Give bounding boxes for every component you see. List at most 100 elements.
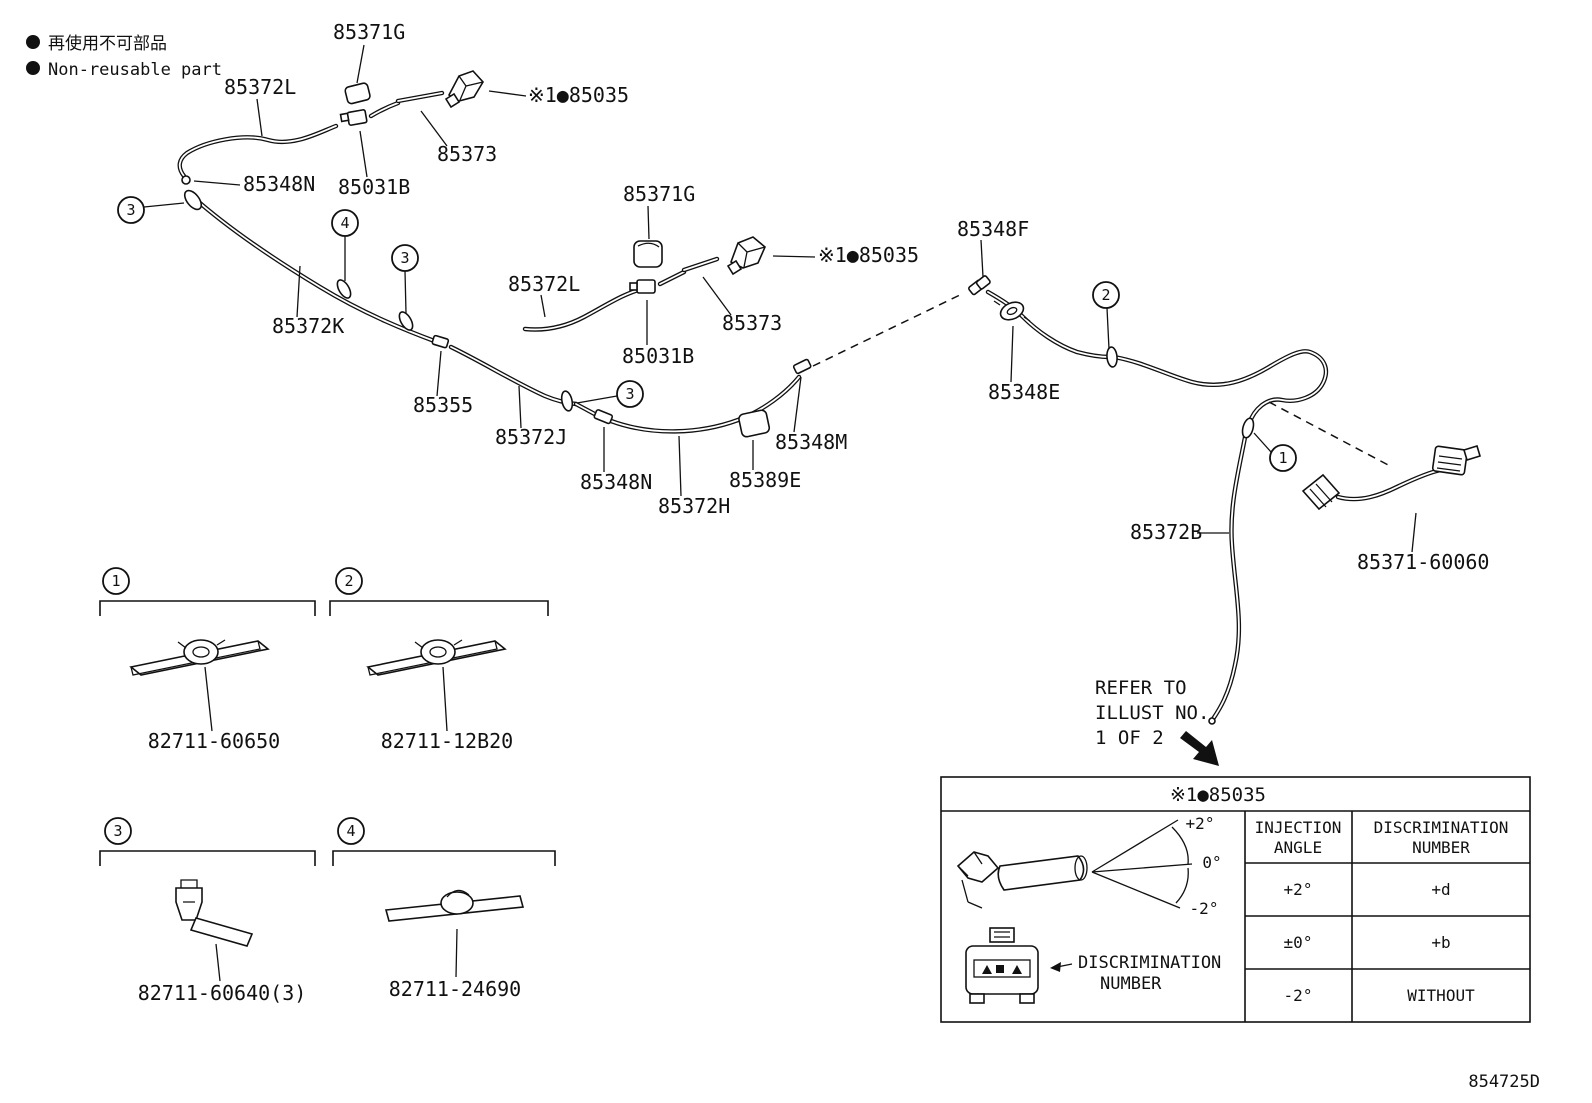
discrimination-label-line2: NUMBER: [1100, 974, 1162, 994]
discrimination-arrow-icon: [1050, 962, 1061, 972]
callout-number: 3: [625, 385, 634, 403]
part-label-85371g-top: 85371G: [333, 20, 405, 44]
col-header-number: NUMBER: [1412, 838, 1470, 857]
clip-4: [336, 279, 352, 299]
fittings: [181, 70, 1481, 725]
part-label-85371-60060: 85371-60060: [1357, 550, 1489, 574]
part-labels: 85371G 85372L ※1●85035 85373 85348N 8503…: [224, 20, 1489, 574]
grommet-85371g-top: [344, 82, 371, 105]
col-header-angle: ANGLE: [1274, 838, 1322, 857]
callout-number: 2: [1101, 286, 1110, 304]
callout-circle-4: 4: [331, 209, 359, 237]
discrimination-part-drawing: [965, 927, 1039, 1004]
part-label-85372j: 85372J: [495, 425, 567, 449]
refer-note-line2: ILLUST NO.: [1095, 702, 1209, 724]
callout-circle-3b: 3: [391, 244, 419, 272]
cell-number-2: WITHOUT: [1407, 986, 1475, 1005]
non-reusable-bullet-icon: [26, 61, 40, 75]
part-label-85371g-mid: 85371G: [623, 182, 695, 206]
part-label-85348e: 85348E: [988, 380, 1060, 404]
nozzle-spec-table: ※1●85035 INJECTION ANGLE DISCRIMINATION …: [940, 776, 1531, 1023]
hidden-routing-lines: [812, 292, 1393, 468]
cell-number-1: +b: [1431, 933, 1450, 952]
spray-label-mid: 0°: [1202, 853, 1221, 872]
detail-part-drawing: [129, 639, 270, 676]
detail-part-number: 82711-24690: [389, 977, 521, 1001]
col-header-injection: INJECTION: [1255, 818, 1342, 837]
connector-85355: [431, 334, 450, 349]
detail-box-number: 4: [346, 822, 355, 840]
part-label-85348n-mid: 85348N: [580, 470, 652, 494]
legend: 再使用不可部品 Non-reusable part: [26, 33, 222, 80]
clip-2: [1106, 346, 1118, 368]
joint-85348n-mid: [593, 409, 614, 425]
non-reusable-bullet-icon: [26, 35, 40, 49]
callout-circles: 3 4 3 3 2 1: [117, 196, 1297, 472]
cell-angle-1: ±0°: [1284, 933, 1313, 952]
detail-part-number: 82711-12B20: [381, 729, 513, 753]
part-label-85031b-top: 85031B: [338, 175, 410, 199]
doc-number: 854725D: [1468, 1072, 1540, 1092]
col-header-discrimination: DISCRIMINATION: [1374, 818, 1509, 837]
part-label-85373-top: 85373: [437, 142, 497, 166]
clip-3a: [183, 189, 203, 211]
callout-circle-3c: 3: [616, 380, 644, 408]
detail-box-number: 2: [344, 572, 353, 590]
nozzle-85035-top: [444, 70, 484, 109]
part-label-85372l-mid: 85372L: [508, 272, 580, 296]
part-label-85348f: 85348F: [957, 217, 1029, 241]
detail-box-4: 4 82711-24690: [332, 817, 556, 1001]
part-label-85035-mid: ※1●85035: [818, 243, 919, 267]
grommet-85348e: [993, 300, 1031, 322]
detail-box-number: 1: [111, 572, 120, 590]
refer-arrow-icon: [1180, 731, 1219, 766]
callout-circle-3a: 3: [117, 196, 145, 224]
valve-85031b-mid: [636, 279, 656, 294]
part-label-85372b: 85372B: [1130, 520, 1202, 544]
refer-note-line3: 1 OF 2: [1095, 727, 1164, 749]
discrimination-label-line1: DISCRIMINATION: [1078, 953, 1221, 973]
legend-jp: 再使用不可部品: [48, 33, 167, 54]
callout-circle-1: 1: [1269, 444, 1297, 472]
callout-number: 3: [400, 249, 409, 267]
detail-box-1: 1 82711-60650: [99, 567, 316, 753]
part-label-85348n-top: 85348N: [243, 172, 315, 196]
detail-part-drawing: [384, 889, 525, 922]
detail-part-drawing: [175, 879, 254, 947]
part-label-85372l-top: 85372L: [224, 75, 296, 99]
callout-circle-2: 2: [1092, 281, 1120, 309]
joint-85348n-top: [181, 175, 191, 185]
part-label-85372k: 85372K: [272, 314, 344, 338]
table-border: [940, 776, 1531, 1023]
refer-note: REFER TO ILLUST NO. 1 OF 2: [1095, 677, 1219, 766]
clip-1: [1241, 417, 1255, 439]
part-label-85372h: 85372H: [658, 494, 730, 518]
valve-85031b-top: [346, 109, 368, 126]
callout-number: 1: [1278, 449, 1287, 467]
detail-part-drawing: [366, 639, 507, 676]
joint-85348m: [792, 358, 812, 375]
cell-angle-2: -2°: [1284, 986, 1313, 1005]
detail-part-number: 82711-60650: [148, 729, 280, 753]
hose-assy-85371-60060: [1301, 444, 1481, 511]
part-label-85389e: 85389E: [729, 468, 801, 492]
callout-number: 3: [126, 201, 135, 219]
grommet-85389e: [738, 409, 771, 438]
refer-note-line1: REFER TO: [1095, 677, 1187, 699]
part-label-85348m: 85348M: [775, 430, 847, 454]
clip-3b: [398, 311, 414, 331]
table-title: ※1●85035: [1170, 784, 1266, 806]
cell-number-0: +d: [1431, 880, 1450, 899]
detail-box-number: 3: [113, 822, 122, 840]
legend-en: Non-reusable part: [48, 60, 222, 80]
detail-part-number: 82711-60640(3): [138, 981, 307, 1005]
nozzle-85035-mid: [726, 236, 766, 276]
elbow-85348f: [968, 275, 991, 296]
leader-lines: [143, 44, 1417, 553]
nozzle-spray-drawing: +2° 0° -2°: [956, 814, 1222, 918]
grommet-85371g-mid: [633, 240, 663, 268]
callout-number: 4: [340, 214, 349, 232]
cell-angle-0: +2°: [1284, 880, 1313, 899]
